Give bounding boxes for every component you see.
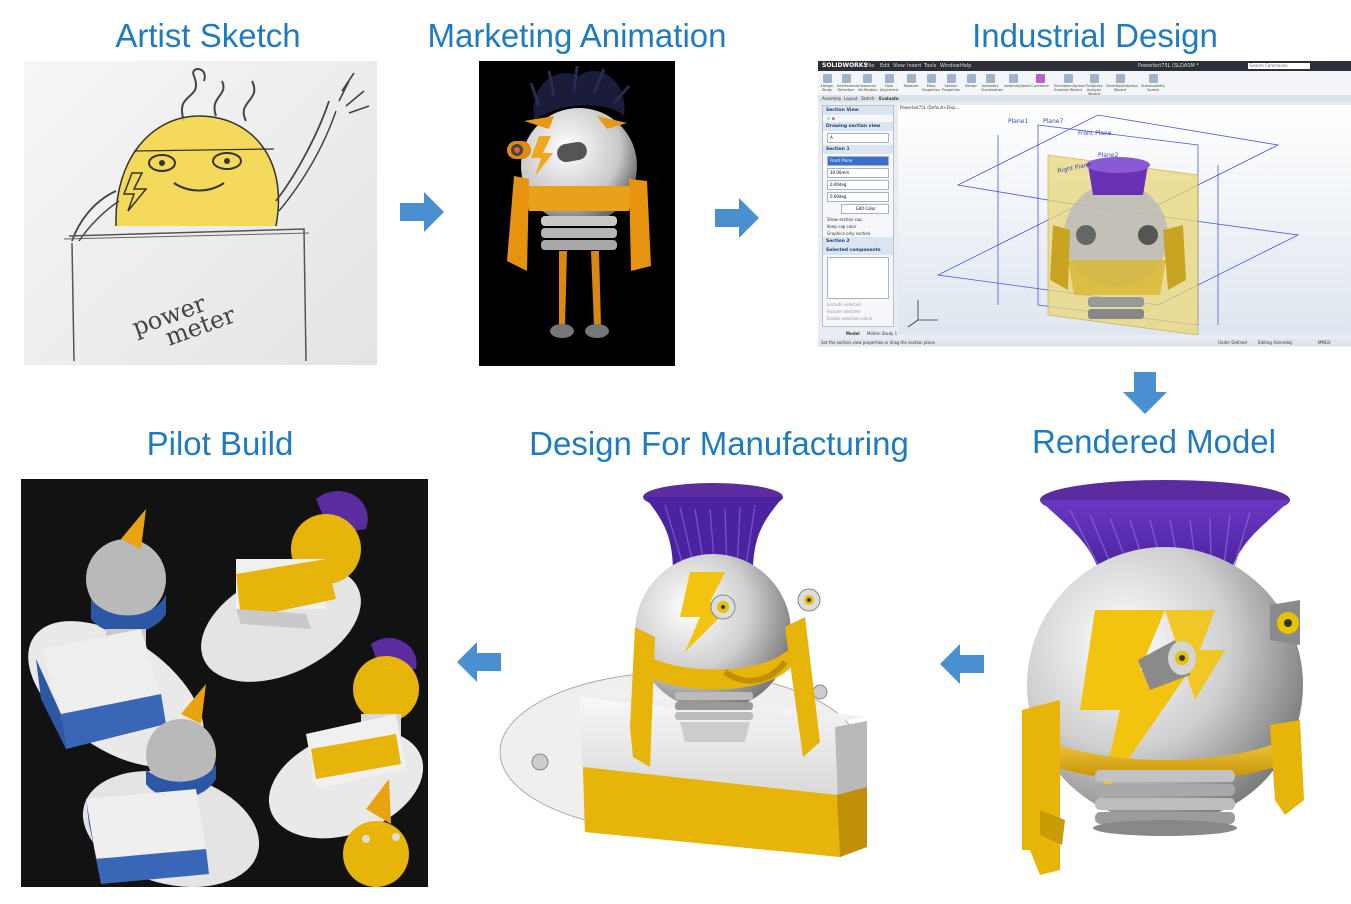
status-defined: Under Defined [1218,340,1247,345]
pilot-build-photo [21,479,428,887]
pm-section-2[interactable]: Section 2 [823,237,893,246]
tab-assembly[interactable]: Assembly [822,96,842,101]
pm-keep-cap[interactable]: Keep cap color [827,224,857,229]
sw-title-bar: SOLIDWORKS File Edit View Insert Tools W… [818,61,1351,71]
rib-clearance[interactable]: Clearance Verification [858,74,878,92]
pm-drawing-section[interactable]: Drawing section view [823,122,893,131]
rib-mass-properties[interactable]: Mass Properties [922,74,940,92]
arrow-left-2 [455,640,503,684]
rendered-model-image [1000,470,1351,904]
rib-measure[interactable]: Measure [902,74,920,88]
rib-driveworksxpress[interactable]: DriveWorksXpress Wizard [1106,74,1138,92]
sw-ribbon: Design Study Interference Detection Clea… [818,71,1351,96]
status-message: Set the section view properties or drag … [821,340,935,345]
artist-sketch-image: power meter [24,61,377,365]
rib-assemblyxpert[interactable]: AssemblyXpert [1004,74,1030,88]
design-for-manufacturing-image [495,477,890,897]
pm-enable-planes[interactable]: Enable selection plane [827,316,873,321]
tab-evaluate[interactable]: Evaluate [879,96,899,101]
property-manager: Section View ✔ ✖ Drawing section view A … [822,105,894,327]
pm-graphics-only[interactable]: Graphics-only section [827,231,871,236]
solidworks-window: SOLIDWORKS File Edit View Insert Tools W… [818,61,1351,347]
arrow-right-1 [398,190,446,234]
pm-distance-field[interactable]: 34.00mm [827,168,889,178]
marketing-animation-image [479,61,675,366]
pm-include-selected[interactable]: Include selected [827,309,860,314]
title-artist-sketch: Artist Sketch [115,17,301,54]
pm-exclude-selected[interactable]: Exclude selected [827,302,861,307]
rib-floxpress[interactable]: FloXpress Analysis Wizard [1084,74,1104,96]
sw-menu-tools[interactable]: Tools [924,63,937,69]
rib-simulationxpress[interactable]: SimulationXpress Analysis Wizard [1054,74,1084,92]
feature-tree-item[interactable]: Powerbot75L (Default<Disp... [900,105,960,110]
graphics-viewport[interactable]: Powerbot75L (Default<Disp... Plane1 Plan… [898,105,1351,335]
sw-status-bar: Set the section view properties or drag … [818,339,1351,346]
title-rendered-model: Rendered Model [1032,423,1276,460]
rib-section-properties[interactable]: Section Properties [942,74,960,92]
svg-text:Plane2: Plane2 [1098,152,1118,159]
pm-drawing-field[interactable]: A [827,133,889,143]
status-editing: Editing Assembly [1258,340,1293,345]
sw-menu-help[interactable]: Help [960,63,972,69]
rib-assembly-visualization[interactable]: Assembly Visualization [981,74,1003,92]
pm-angle-2-field[interactable]: 0.00deg [827,192,889,202]
sw-logo: SOLIDWORKS [822,62,868,69]
rib-design-study[interactable]: Design Study [818,74,836,92]
rib-hole-alignment[interactable]: Hole Alignment [880,74,898,92]
title-pilot-build: Pilot Build [146,425,294,462]
pm-section-1[interactable]: Section 1 [823,145,893,154]
tab-layout[interactable]: Layout [844,96,858,101]
rib-sustainabilityxpress[interactable]: Sustainability Xpress [1138,74,1168,92]
sw-bottom-tabs: Model Motion Study 1 [822,331,897,336]
sw-menu-window[interactable]: Window [940,63,960,69]
tab-motion-study[interactable]: Motion Study 1 [866,331,898,336]
svg-text:Front Plane: Front Plane [1078,130,1112,137]
title-design-for-manufacturing: Design For Manufacturing [529,425,909,462]
pm-components-list[interactable] [827,257,889,299]
pm-edit-color-button[interactable]: Edit Color [841,204,889,214]
tab-sketch[interactable]: Sketch [861,96,875,101]
arrow-down [1121,370,1169,416]
sw-menu-file[interactable]: File [866,63,875,69]
rib-interference[interactable]: Interference Detection [837,74,858,92]
pm-angle-1-field[interactable]: 0.00deg [827,180,889,190]
title-industrial-design: Industrial Design [972,17,1218,54]
sw-menu-insert[interactable]: Insert [907,63,922,69]
svg-text:Plane7: Plane7 [1043,118,1063,125]
pm-selected-components[interactable]: Selected components [823,246,893,255]
sw-file-name: Powerbot75L (SLDASM * [1138,63,1199,69]
pm-plane-field[interactable]: Front Plane [827,156,889,166]
status-units: MMGS [1318,340,1331,345]
arrow-left-1 [938,642,986,686]
svg-text:Plane1: Plane1 [1008,118,1028,125]
title-marketing-animation: Marketing Animation [427,17,727,54]
pm-show-cap[interactable]: Show section cap [827,217,862,222]
pm-ok-cancel[interactable]: ✔ ✖ [827,116,835,121]
arrow-right-2 [713,196,761,240]
rib-curvature[interactable]: Curvature [1031,74,1049,88]
pm-title: Section View [823,106,893,115]
sw-search-input[interactable]: Search Commands [1248,63,1310,69]
tab-model[interactable]: Model [846,331,860,336]
sw-command-tabs: Assembly Layout Sketch Evaluate [818,95,1351,102]
sw-menu-view[interactable]: View [893,63,905,69]
sw-menu-edit[interactable]: Edit [880,63,890,69]
rib-sensor[interactable]: Sensor [962,74,980,88]
